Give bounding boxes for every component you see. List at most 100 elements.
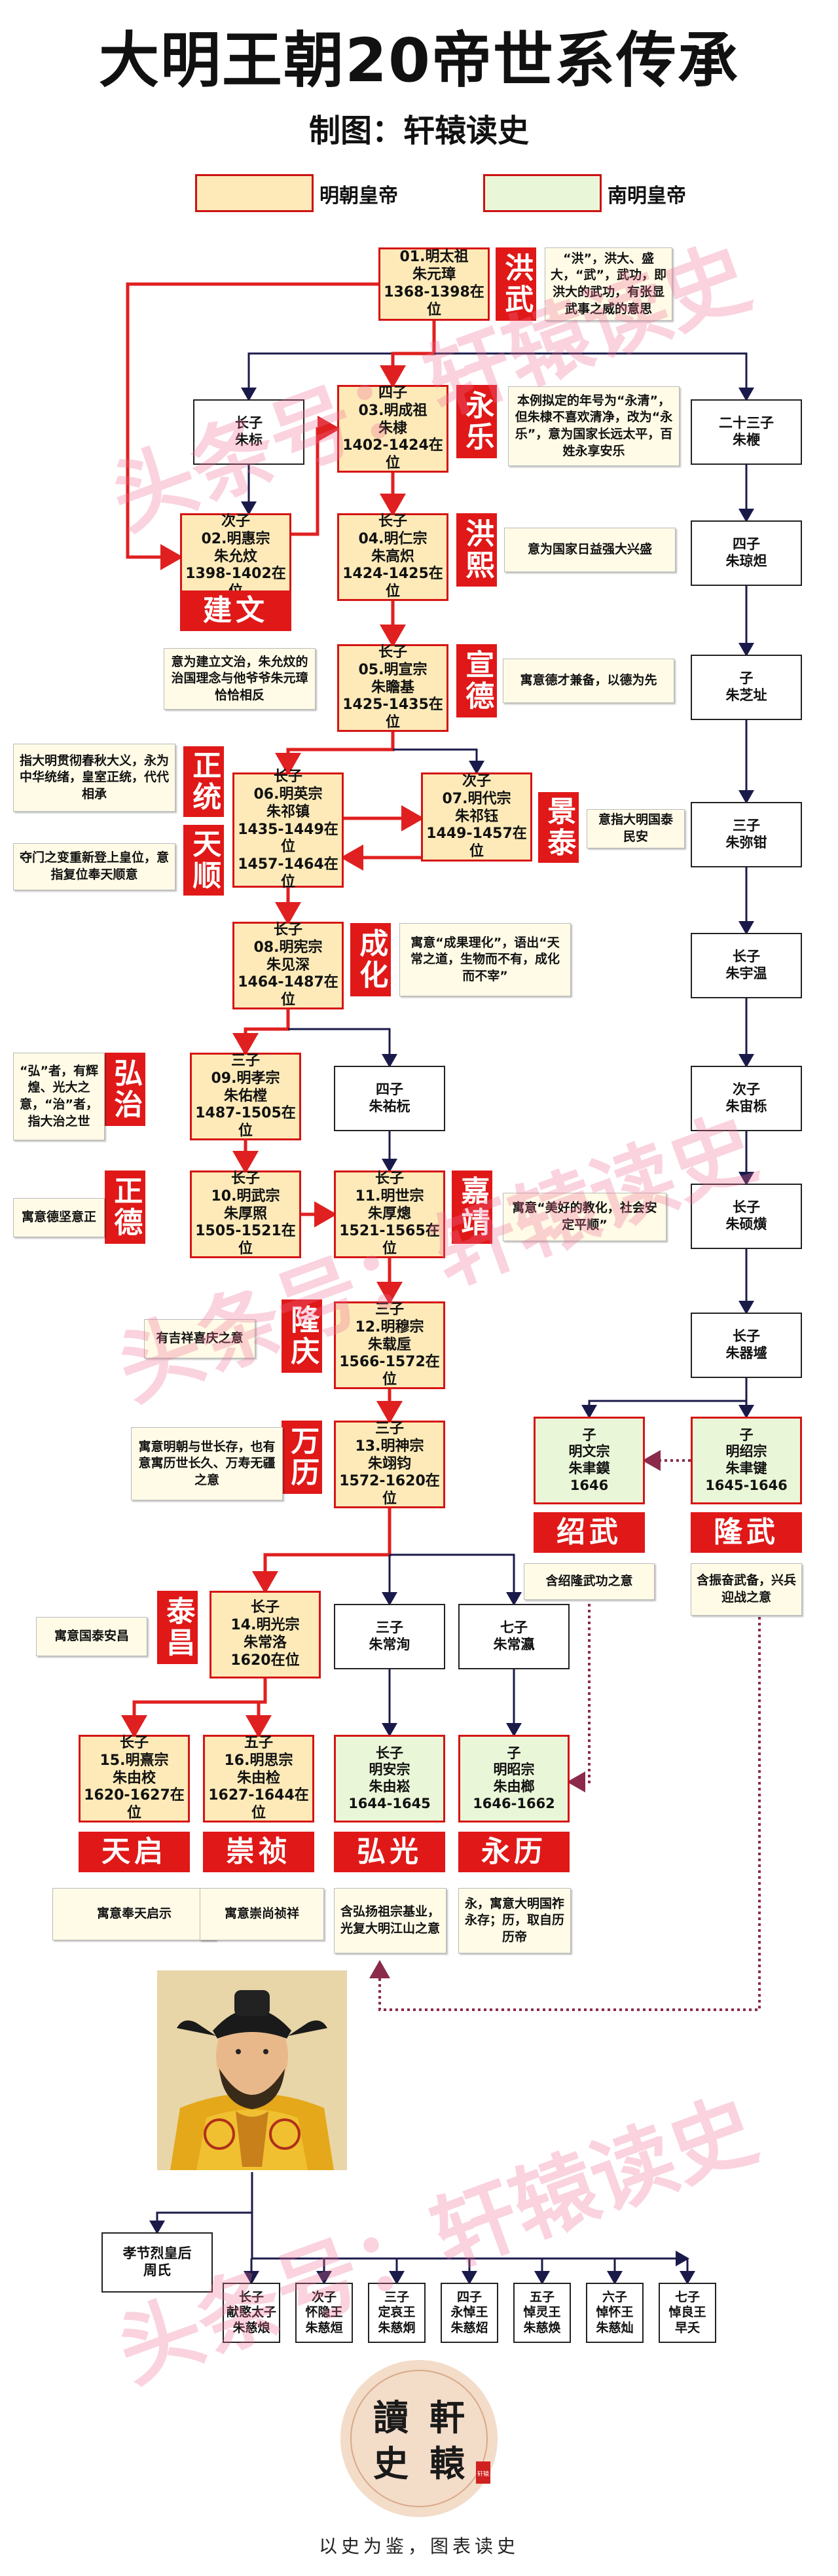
node-line: 朱元璋 [412,266,456,283]
logo-char-2: 軒 [429,2397,465,2439]
node-line: 15.明熹宗 [100,1752,169,1769]
node-line: 三子 [376,1620,403,1636]
era-note-t18: 寓意奉天启示 [52,1888,216,1940]
era-note-t20: 含弘扬祖宗基业，光复大明江山之意 [334,1888,446,1953]
node-line: 1435-1449在位 [238,821,338,856]
era-note-t9: 寓意“成果理化”，语出“天常之道，生物而不有，成化而不宰” [399,923,571,996]
node-line: 长子 [374,1170,404,1187]
node-line: 04.明仁宗 [358,530,428,547]
era-note-t8: 意指大明国泰民安 [587,809,685,848]
logo-seal: 轩辕 [477,2470,489,2478]
node-line: 1464-1487在位 [238,974,338,1009]
era-note-t10: “弘”者，有辉煌、光大之意，“治”者，指大治之世 [13,1053,105,1140]
node-line: 02.明惠宗 [201,530,270,547]
node-line: 朱聿键 [725,1460,767,1476]
person-node-n2: 长子朱标 [193,399,304,465]
line-guangzong-to-sizong [246,1700,272,1738]
node-line: 13.明神宗 [355,1438,424,1455]
node-line: 1572-1620在位 [339,1473,440,1508]
era-note-t6: 指大明贯彻春秋大义，永为中华统绪，皇室正统，代代相承 [13,744,175,812]
node-line: 长子 [273,769,302,786]
node-line: 朱弥钳 [725,835,767,850]
dotted-longwu-to-hongguang [369,1617,761,2011]
node-line: 朱宙栎 [725,1098,767,1114]
era-note-t3: 意为国家日益强大兴盛 [504,528,676,572]
node-line: 朱聿鏌 [568,1460,610,1476]
node-line: 朱祁钰 [454,808,498,825]
person-node-n14: 长子朱宇温 [691,933,802,998]
node-line: 三子 [374,1301,404,1318]
node-line: 次子 [221,513,250,530]
era-tag-e8: 景泰 [538,792,579,863]
person-node-n28: 七子朱常瀛 [458,1604,570,1669]
node-line: 朱瞻基 [371,679,414,696]
slogan: 以史为鉴，图表读史 [318,2535,519,2557]
era-tag-e20: 弘光 [334,1832,445,1872]
node-line: 朱翊钧 [367,1455,411,1472]
line-xianzong-to-xiaozong [232,1009,290,1056]
node-line: 朱由榔 [493,1779,535,1794]
node-line: 朱厚熜 [367,1205,411,1222]
node-line: 三子 [230,1052,260,1069]
node-line: 三子 [733,818,760,834]
era-tag-e6: 正统 [183,746,224,817]
node-line: 长子 [235,415,263,431]
era-note-t11: 寓意德坚意正 [13,1198,105,1237]
node-line: 03.明成祖 [358,402,428,419]
node-line: 朱厚照 [223,1205,267,1222]
era-tag-e5: 宣德 [456,644,497,717]
line-chongzhen-to-empress [149,2172,253,2234]
legend-nan-swatch [483,174,602,212]
node-line: 朱佑樘 [223,1087,267,1104]
node-line: 长子 [230,1170,260,1187]
node-line: 朱载垕 [367,1336,411,1353]
xuanyuan-logo: 讀 軒 史 轅 轩辕 [340,2360,498,2517]
node-line: 1646-1662 [473,1795,555,1811]
node-line: 朱由校 [112,1769,156,1787]
node-line: 朱芝址 [725,687,767,703]
emperor-portrait [157,1970,347,2170]
node-line: 次子 [733,1081,760,1098]
node-line: 1402-1424在位 [342,437,443,472]
node-line: 长子 [733,1328,760,1345]
era-tag-e10: 弘治 [105,1053,145,1126]
person-node-n35: 次子怀隐王朱慈烜 [295,2283,353,2343]
person-node-n39: 六子悼怀王朱慈灿 [586,2283,644,2343]
node-line: 1521-1565在位 [339,1223,440,1258]
node-line: 子 [507,1745,521,1761]
era-tag-e17: 泰昌 [157,1591,198,1664]
line-taizu-to-chengzu [380,321,436,388]
node-line: 四子 [378,384,407,401]
node-line: 三子 [384,2290,409,2305]
era-tag-e4: 洪熙 [456,513,497,587]
node-line: 明绍宗 [725,1443,767,1460]
page-subtitle: 制图：轩辕读史 [308,113,529,149]
node-line: 1627-1644在位 [208,1787,309,1822]
node-line: 明昭宗 [493,1762,535,1778]
node-line: 朱祐杬 [369,1098,410,1114]
era-note-t17: 寓意国泰安昌 [36,1617,147,1656]
node-line: 四子 [376,1081,403,1098]
node-line: 子 [582,1426,596,1443]
node-line: 长子 [250,1599,280,1616]
node-line: 1566-1572在位 [339,1354,440,1388]
node-line: 长子 [238,2290,264,2305]
line-qiyong-to-wenzong [581,1378,748,1419]
person-node-n27: 三子朱常洵 [334,1604,445,1669]
node-line: 悼良王 [668,2305,706,2320]
node-line: 五子 [244,1734,273,1751]
node-line: 08.明宪宗 [253,939,323,956]
node-line: 1368-1398在位 [384,284,484,318]
logo-char-1: 讀 [373,2397,409,2439]
node-line: 朱硕熿 [725,1216,767,1232]
node-line: 1449-1457在位 [426,825,527,860]
era-tag-e13: 隆庆 [282,1299,322,1373]
